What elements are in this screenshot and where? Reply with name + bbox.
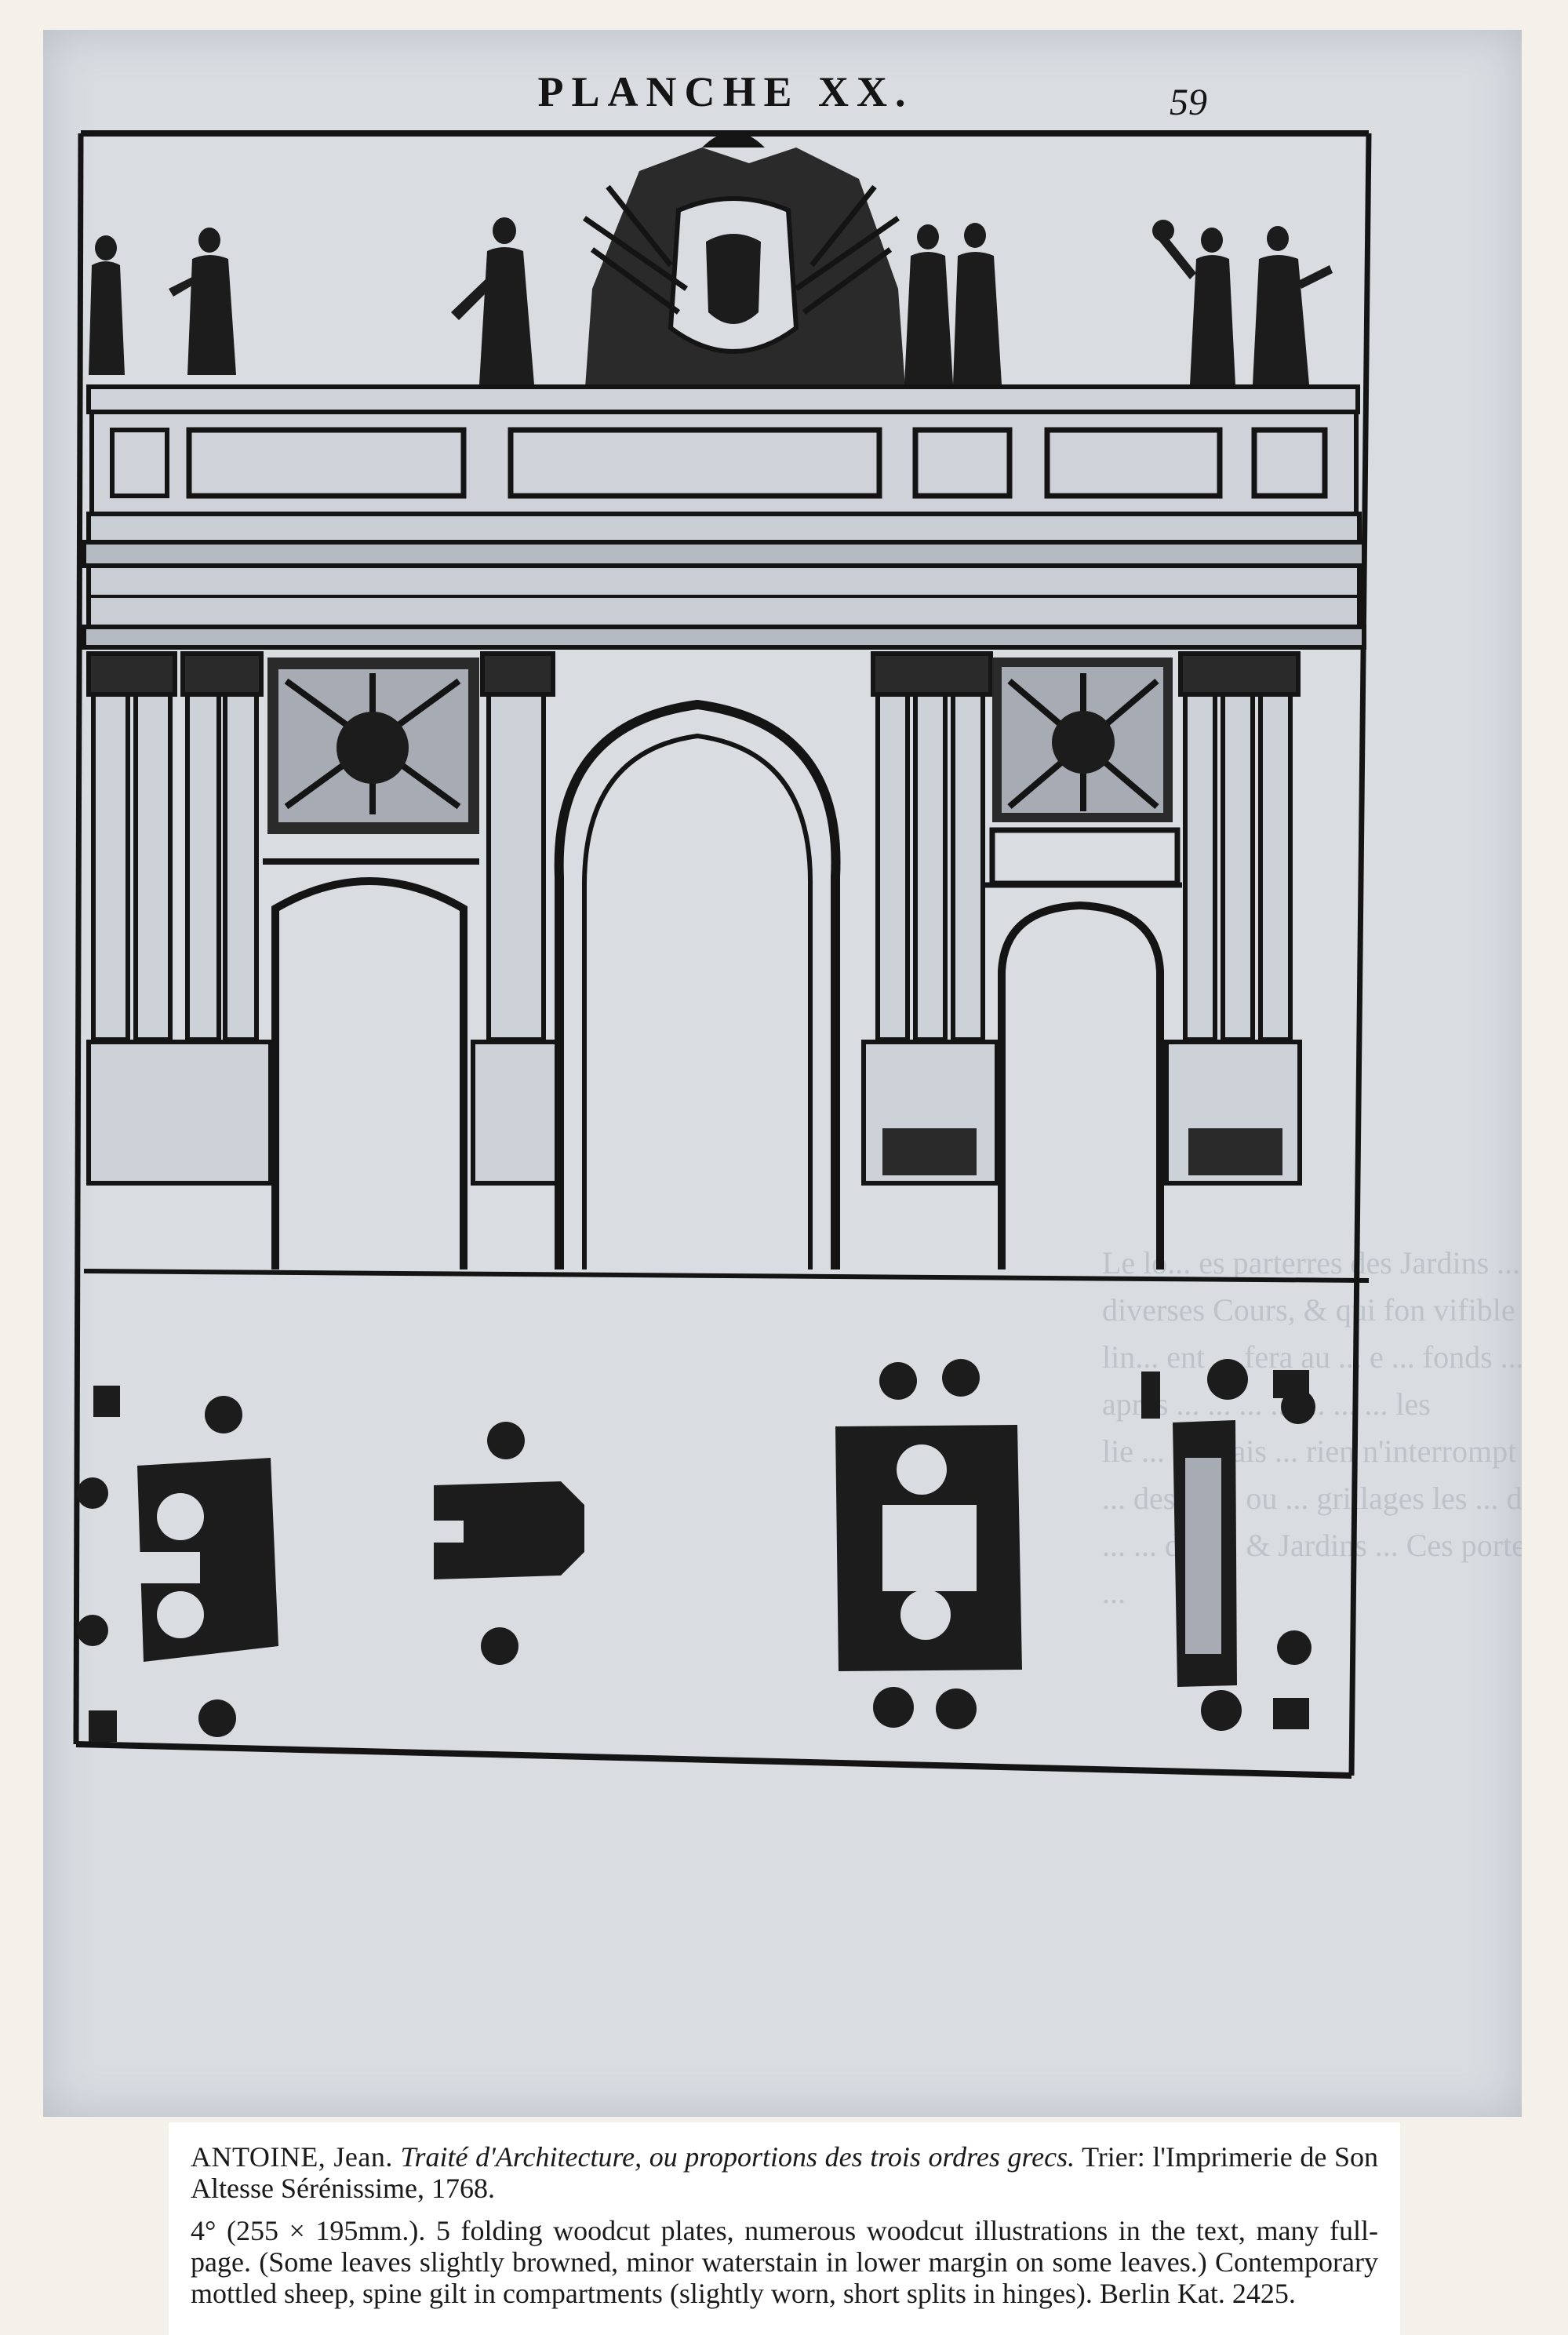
caption-book-title: Traité d'Architecture, ou proportions de… <box>400 2141 1075 2173</box>
bleed-line: lie ... ... Mais ... rien n'interrompt .… <box>1102 1433 1522 1469</box>
plate-frame <box>73 130 1372 1779</box>
plate-title: PLANCHE XX. <box>537 68 914 115</box>
attic-parapet <box>86 384 1360 516</box>
bleed-line: ... des ... ... ou ... grillages les ...… <box>1102 1481 1522 1516</box>
bleed-line: lin... ent ... fera au ... e ... fonds .… <box>1102 1339 1522 1375</box>
scanned-page: Le lo... es parterres des Jardins ... la… <box>43 30 1522 2117</box>
statue-group-right <box>1152 220 1333 384</box>
bleed-line: ... <box>1102 1575 1126 1610</box>
arches <box>263 699 1182 1269</box>
caption-description: 4° (255 × 195mm.). 5 folding woodcut pla… <box>191 2215 1378 2309</box>
statue-group-left <box>89 228 236 375</box>
woodcut-plate: Le lo... es parterres des Jardins ... la… <box>73 130 1522 1779</box>
bleed-line: ... ... des ... & Jardins ... Ces portes… <box>1102 1528 1522 1563</box>
ground-line <box>83 1269 1370 1283</box>
statues-row <box>89 132 1333 399</box>
caption-author: ANTOINE, Jean. <box>191 2141 393 2173</box>
columns <box>86 651 1302 1186</box>
bleed-line: diverses Cours, & qui fon vifible à la v… <box>1102 1292 1522 1328</box>
ground-plan <box>77 1359 1315 1742</box>
page-number: 59 <box>1170 82 1207 123</box>
statue-center-left <box>451 217 534 384</box>
bleed-line: Le lo... es parterres des Jardins ... la… <box>1102 1245 1522 1280</box>
bleed-through-text: Le lo... es parterres des Jardins ... la… <box>1102 1245 1522 1610</box>
relief-panels <box>267 658 1282 1175</box>
coat-of-arms-trophy <box>583 132 906 399</box>
caption-imprint: Trier: l'Imprimerie de Son Altesse Sérén… <box>191 2141 1378 2204</box>
catalogue-caption: ANTOINE, Jean. Traité d'Architecture, ou… <box>169 2122 1400 2335</box>
statue-group-center-right <box>904 223 1002 384</box>
caption-entry: ANTOINE, Jean. Traité d'Architecture, ou… <box>169 2122 1400 2204</box>
entablature <box>82 512 1366 650</box>
